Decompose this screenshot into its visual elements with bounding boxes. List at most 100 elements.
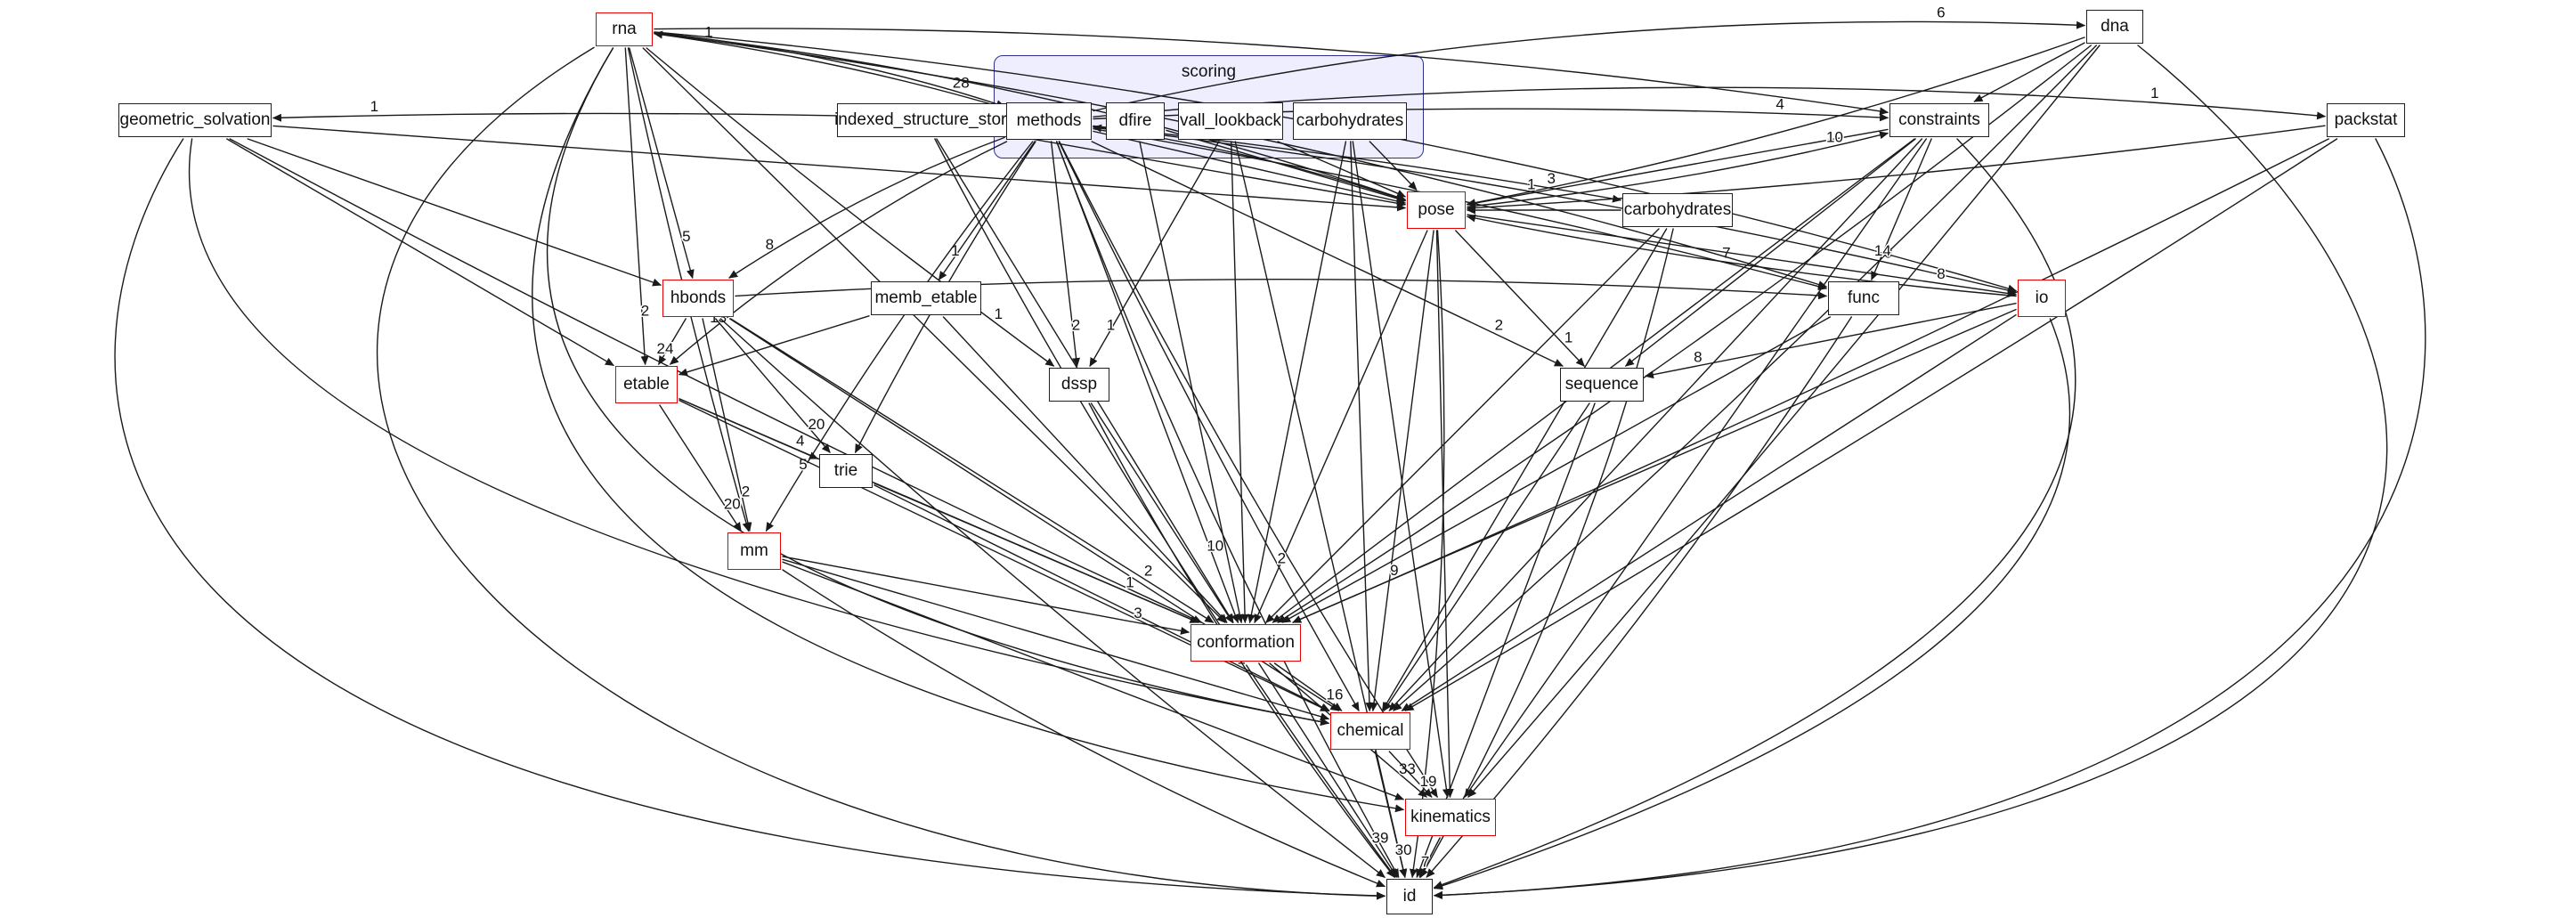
edge-trie-conformation [874,483,1199,623]
edge-carbohydrates_sub-conformation [1247,141,1347,624]
node-carbohydrates_outer[interactable]: carbohydrates [1622,193,1733,227]
node-chemical[interactable]: chemical [1330,712,1410,750]
edge-carbohydrates_outer-conformation [1265,228,1660,623]
edge-constraints-sequence [1624,138,1916,367]
node-func[interactable]: func [1828,281,1899,315]
edge-carbohydrates_sub-chemical [1350,141,1374,712]
edge-constraints-kinematics [1464,138,1927,798]
edge-label-methods-conformation: 10 [1207,537,1223,554]
edge-methods-sequence [1091,141,1564,367]
edge-hbonds-id [719,318,1386,878]
edge-vall_lookback-id [1234,141,1408,879]
node-constraints[interactable]: constraints [1889,103,1989,137]
edge-label-conformation-id: 39 [1372,829,1389,846]
edge-chemical-kinematics [1388,751,1433,798]
edge-methods-hbonds [728,136,1005,279]
node-pose[interactable]: pose [1407,191,1466,229]
cluster-scoring-label: scoring [1181,62,1237,81]
edge-pose-id [1409,230,1445,879]
edge-io-conformation [1292,308,2017,623]
edge-geometric_solvation-etable [226,138,614,366]
edge-label-etable-mm: 20 [724,495,741,512]
edge-carbohydrates_sub-kinematics [1352,141,1451,799]
edge-rna-methods [654,31,1006,108]
edge-label-chemical-id: 30 [1395,841,1412,858]
edge-label-pose-conformation: 2 [1278,549,1286,566]
edge-pose-io [1467,214,2018,297]
node-id[interactable]: id [1386,879,1433,914]
edge-label-kinematics-id: 7 [1421,854,1429,871]
node-etable[interactable]: etable [615,366,678,403]
edge-vall_lookback-dssp [1089,141,1220,367]
edge-label-constraints-pose: 1 [1527,175,1535,192]
node-packstat[interactable]: packstat [2327,103,2405,137]
edge-geometric_solvation-chemical [188,138,1330,726]
edge-pose-conformation [1254,230,1428,624]
edge-label-io-conformation: 9 [1390,562,1398,579]
edge-hbonds-etable [658,318,687,365]
edge-label-rna-etable: 2 [641,303,649,320]
edge-mm-id [782,569,1386,888]
edge-label-methods-geometric_solvation: 1 [370,98,378,115]
node-dna[interactable]: dna [2086,10,2143,44]
edge-methods-rna [653,30,1005,109]
edge-label-methods-dssp: 2 [1072,317,1080,334]
edge-rna-kinematics [532,47,1405,813]
node-kinematics[interactable]: kinematics [1405,799,1496,836]
edge-dssp-conformation [1090,402,1233,623]
node-sequence[interactable]: sequence [1560,368,1644,402]
edge-label-methods-memb_etable: 1 [951,242,959,259]
edge-label-etable-trie: 4 [796,433,804,450]
edge-label-io-sequence: 8 [1694,348,1702,365]
node-geometric_solvation[interactable]: geometric_solvation [118,103,272,137]
edge-label-methods-constraints: 4 [1776,95,1784,112]
edge-rna-etable [624,47,649,366]
edge-pose-kinematics [1435,230,1454,799]
node-carbohydrates_sub[interactable]: carbohydrates [1293,102,1407,140]
node-vall_lookback[interactable]: vall_lookback [1178,102,1283,140]
edge-memb_etable-etable [678,315,870,377]
node-memb_etable[interactable]: memb_etable [871,281,981,315]
node-mm[interactable]: mm [727,532,781,570]
edge-label-rna-hbonds: 5 [682,228,690,245]
edge-label-constraints-func: 14 [1874,242,1891,259]
edge-methods-mm [765,141,1034,532]
node-io[interactable]: io [2018,280,2066,317]
edge-sequence-chemical [1383,402,1590,711]
edge-label-hbonds-etable: 24 [657,340,674,357]
node-trie[interactable]: trie [819,454,873,488]
edge-label-etable-conformation: 1 [1125,574,1134,591]
edge-methods-memb_etable [938,141,1036,280]
node-indexed_structure_store[interactable]: indexed_structure_store [834,103,1016,137]
node-dfire[interactable]: dfire [1106,102,1165,140]
edge-packstat-chemical [1404,138,2338,711]
edge-label-pose-constraints: 10 [1826,129,1843,146]
edge-packstat-id [1433,138,2426,899]
edge-trie-chemical [874,484,1330,711]
edge-label-methods-mm: 5 [799,456,807,473]
node-conformation[interactable]: conformation [1190,624,1301,662]
edge-methods-id [1056,141,1400,878]
edge-constraints-id [1433,138,2076,889]
edge-geometric_solvation-hbonds [247,138,662,287]
node-hbonds[interactable]: hbonds [662,280,734,317]
node-methods[interactable]: methods [1006,102,1092,140]
edge-geometric_solvation-id [114,138,1386,900]
node-dssp[interactable]: dssp [1049,368,1109,402]
edge-label-pose-io: 8 [1937,265,1945,282]
edge-label-methods-carbohydrates_outer: 3 [1547,170,1555,187]
edge-indexed_structure_store-id [934,138,1396,878]
edge-io-id [1433,318,2071,890]
edge-vall_lookback-conformation [1231,141,1249,624]
node-rna[interactable]: rna [596,12,653,46]
edge-dna-constraints [1973,42,2085,102]
edge-label-methods-hbonds: 8 [766,236,774,253]
edge-label-rna-methods: 28 [953,74,970,91]
edge-func-conformation [1281,316,1831,623]
edge-packstat-pose [1466,125,2326,212]
edge-label-methods-rna: 1 [704,23,712,40]
edge-label-methods-func: 7 [1722,244,1730,261]
edge-hbonds-trie [715,318,831,453]
edge-methods-kinematics [1059,141,1438,798]
edge-label-pose-sequence: 1 [1564,329,1572,346]
